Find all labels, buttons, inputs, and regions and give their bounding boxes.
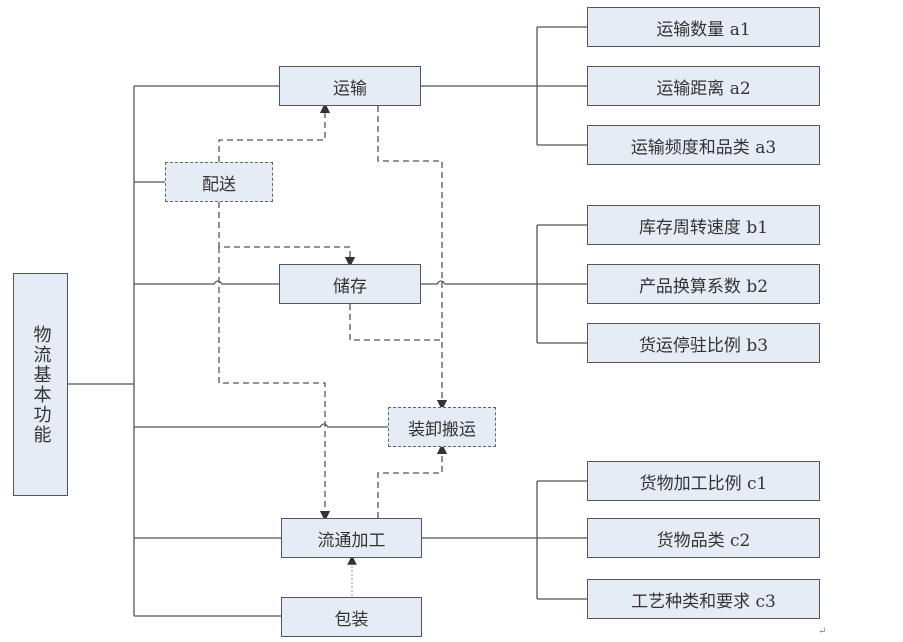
function-label: 配送: [202, 174, 236, 195]
indicator-label: 运输数量 a1: [656, 19, 751, 40]
indicator-c1: 货物加工比例 c1: [587, 461, 820, 501]
function-label: 包装: [334, 609, 369, 630]
arrow-distribution-transport: [218, 102, 331, 162]
function-packaging: 包装: [281, 597, 422, 637]
indicator-label: 运输频度和品类 a3: [630, 137, 777, 158]
function-transport: 运输: [279, 66, 421, 106]
indicator-c3: 工艺种类和要求 c3: [587, 579, 820, 619]
arrow-processing-handling: [377, 443, 448, 518]
indicator-label: 运输距离 a2: [656, 78, 751, 99]
indicator-a3: 运输频度和品类 a3: [587, 125, 820, 165]
function-processing: 流通加工: [281, 518, 422, 558]
arrow-storage-handling: [349, 304, 442, 341]
function-label: 流通加工: [317, 530, 386, 551]
indicator-label: 货物品类 c2: [656, 530, 751, 551]
indicator-a1: 运输数量 a1: [587, 7, 820, 47]
indicator-b3: 货运停驻比例 b3: [587, 323, 820, 363]
function-storage: 储存: [279, 264, 421, 304]
indicator-label: 工艺种类和要求 c3: [631, 591, 776, 612]
indicator-label: 库存周转速度 b1: [638, 217, 769, 238]
paragraph-mark-icon: ↵: [818, 626, 827, 637]
function-label: 储存: [333, 276, 367, 297]
indicator-label: 产品换算系数 b2: [638, 276, 769, 297]
function-label: 运输: [333, 78, 367, 99]
root-label: 物流基本功能: [30, 324, 52, 445]
root-box: 物流基本功能: [13, 273, 68, 496]
function-handling: 装卸搬运: [388, 407, 496, 447]
indicator-c2: 货物品类 c2: [587, 518, 820, 558]
arrow-transport-handling: [377, 106, 448, 411]
indicator-b1: 库存周转速度 b1: [587, 205, 820, 245]
indicator-label: 货运停驻比例 b3: [638, 335, 769, 356]
indicator-a2: 运输距离 a2: [587, 66, 820, 106]
function-label: 装卸搬运: [408, 419, 476, 440]
indicator-label: 货物加工比例 c1: [639, 473, 768, 494]
indicator-b2: 产品换算系数 b2: [587, 264, 820, 304]
function-distribution: 配送: [165, 162, 273, 202]
arrow-distribution-storage: [218, 202, 356, 268]
